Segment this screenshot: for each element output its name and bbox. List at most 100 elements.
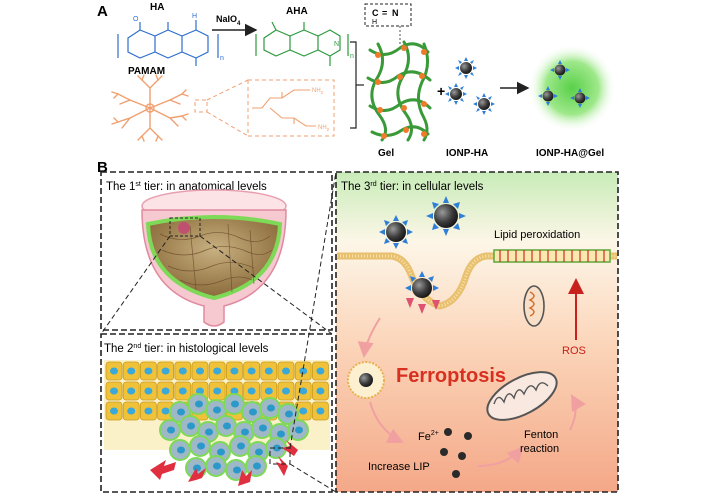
increase-lip-label: Increase LIP (368, 461, 430, 473)
aha-n-atom: N (334, 41, 339, 48)
gel-label: Gel (378, 148, 394, 159)
cell-nucleus (253, 462, 261, 470)
cell-nucleus (264, 367, 273, 375)
cell-nucleus (237, 442, 245, 450)
cell-nucleus (316, 407, 325, 415)
panel-b-letter: B (97, 159, 108, 176)
tissue-cells (104, 360, 330, 481)
ha-structure (117, 20, 219, 66)
plus-sign: + (437, 83, 445, 99)
cell-nucleus (205, 428, 213, 436)
ionp-particle (570, 88, 590, 108)
tier3-title: The 3rd tier: in cellular levels (341, 181, 484, 193)
ros-label: ROS (562, 345, 586, 357)
cell-nucleus (285, 410, 293, 418)
endosome (347, 361, 385, 399)
imine-c: C (372, 8, 379, 18)
tier2-tier3-connectors (269, 171, 337, 493)
cell-nucleus (259, 424, 267, 432)
cell-nucleus (196, 367, 204, 375)
pamam-dendrimer (111, 74, 189, 142)
cell-nucleus (249, 408, 257, 416)
pamam-zoom (194, 79, 335, 137)
ha-label: HA (150, 2, 164, 13)
cell-nucleus (299, 407, 308, 415)
cell-nucleus (127, 367, 136, 375)
ionp-particle (379, 215, 413, 249)
cell-nucleus (277, 430, 285, 438)
cell-nucleus (316, 367, 325, 375)
cell-nucleus (316, 387, 325, 395)
ha-h-atom: H (192, 13, 197, 20)
mitochondrion-small (523, 285, 545, 327)
cell-nucleus (144, 387, 153, 395)
ionp-particle-endocytosing (405, 271, 439, 298)
tier3-box (335, 171, 619, 493)
cell-nucleus (144, 367, 153, 375)
cell-nucleus (295, 426, 303, 434)
cell-nucleus (213, 387, 222, 395)
lipid-peroxidation-label: Lipid peroxidation (494, 229, 580, 241)
pamam-label: PAMAM (128, 66, 165, 77)
cell-nucleus (299, 367, 308, 375)
aha-n-label: n (350, 53, 354, 60)
cell-nucleus (213, 367, 222, 375)
ionp-particle (538, 86, 558, 106)
cell-nucleus (264, 387, 273, 395)
aha-structure (255, 21, 349, 66)
imine-eq: = (382, 8, 387, 18)
release-arrow (369, 401, 404, 443)
cell-nucleus (230, 367, 239, 375)
fenton-label-2: reaction (520, 443, 559, 455)
lip-to-fenton-arrow (477, 446, 524, 467)
cd44-receptors (406, 298, 440, 314)
fe-label: Fe2+ (418, 430, 439, 443)
pamam-branch-structure (252, 89, 316, 127)
tumor-zoom-box (169, 217, 201, 237)
tissue-penetration-arrows (150, 440, 298, 486)
cell-nucleus (197, 442, 205, 450)
cell-nucleus (177, 408, 185, 416)
cell-nucleus (299, 387, 308, 395)
cell-nucleus (127, 407, 136, 415)
cell-nucleus (247, 367, 256, 375)
panel-a-letter: A (97, 3, 108, 20)
iron-ions (440, 428, 472, 478)
extracellular-particles (379, 196, 466, 314)
ionp-ha-particles (445, 57, 495, 115)
cell-nucleus (167, 426, 175, 434)
cell-nucleus (178, 387, 187, 395)
ha-o-atom: O (133, 16, 139, 23)
cell-nucleus (187, 422, 195, 430)
cell-nucleus (110, 387, 118, 395)
cell-nucleus (144, 407, 153, 415)
cell-nucleus (247, 387, 256, 395)
ionp-particle (426, 196, 466, 236)
panel-b: B The 1st tier: in anatomical levels (97, 159, 619, 493)
cell-nucleus (161, 367, 170, 375)
ionp-particle (455, 57, 477, 79)
cell-nucleus (213, 462, 221, 470)
mitochondrion-large (486, 371, 558, 421)
gel-network (366, 40, 432, 142)
aha-label: AHA (286, 6, 308, 17)
ionp-ha-gel-glow (528, 44, 616, 132)
ionp-ha-label: IONP-HA (446, 148, 488, 159)
cell-nucleus (178, 367, 187, 375)
naio4-label: NaIO4 (216, 14, 241, 27)
nh2-top: NH2 (312, 88, 324, 95)
cell-nucleus (177, 446, 185, 454)
cell-nucleus (217, 448, 225, 456)
ionp-particle (473, 93, 495, 115)
imine-n: N (392, 8, 399, 18)
cell-nucleus (110, 407, 118, 415)
ionp-particle (445, 83, 467, 105)
cell-nucleus (267, 404, 275, 412)
cell-nucleus (127, 387, 136, 395)
cell-nucleus (241, 428, 249, 436)
tier1-tier2-connectors (100, 235, 333, 335)
tumor-spot (178, 222, 190, 234)
cell-nucleus (230, 387, 239, 395)
ionp-particle (550, 60, 570, 80)
